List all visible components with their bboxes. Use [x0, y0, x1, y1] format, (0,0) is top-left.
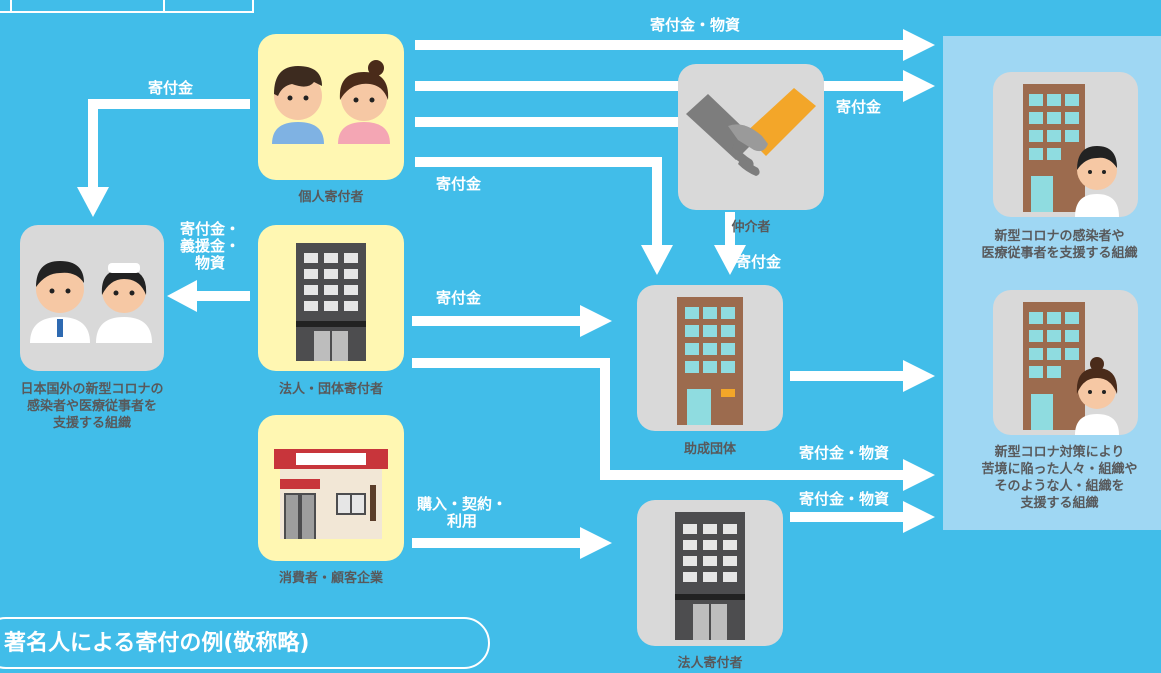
overseas-org-tile	[20, 225, 164, 371]
corporate-group-donor-tile	[258, 225, 404, 371]
flow-label-intermediary-target: 寄付金	[836, 98, 882, 116]
arrowhead	[903, 29, 935, 61]
arrow-individual-to-intermediary	[415, 117, 678, 127]
building-with-staff-icon	[1023, 302, 1119, 435]
arrowhead	[714, 245, 746, 275]
arrow-individual-to-target-1	[415, 40, 905, 50]
arrowhead	[903, 459, 935, 491]
flow-label-corp-grant: 寄付金	[436, 289, 482, 307]
office-building-icon	[675, 512, 745, 640]
arrow-corpdonor-to-target	[790, 512, 905, 522]
flow-label-individual-grant: 寄付金	[436, 175, 482, 193]
support-hardship-tile	[993, 290, 1138, 435]
arrowhead	[641, 245, 673, 275]
arrow-corp-to-grant	[412, 316, 582, 326]
support-infected-tile	[993, 72, 1138, 217]
top-divider-tick	[163, 0, 165, 12]
arrow-grant-to-target	[790, 371, 905, 381]
arrow-individual-to-target-2	[415, 81, 905, 91]
flow-label-intermediary-grant: 寄付金	[736, 253, 782, 271]
shop-icon	[274, 449, 388, 539]
building-with-doctor-icon	[1023, 84, 1119, 217]
arrow-intermediary-to-grant	[725, 212, 735, 247]
corporate-donor-tile	[637, 500, 783, 646]
individual-donor-caption: 個人寄付者	[298, 190, 364, 205]
flow-label-consumer-purchase: 購入・契約・ 利用	[416, 495, 507, 530]
top-divider-tick	[10, 0, 12, 12]
top-divider-line	[0, 11, 254, 13]
brown-building-icon	[677, 297, 743, 425]
grant-org-caption: 助成団体	[683, 442, 736, 457]
arrow-individual-to-overseas	[88, 99, 250, 109]
flow-label-top: 寄付金・物資	[649, 16, 740, 34]
corporate-group-donor-caption: 法人・団体寄付者	[278, 382, 383, 397]
grant-org-tile	[637, 285, 783, 431]
arrow-corp-to-target	[412, 358, 610, 368]
arrowhead	[903, 360, 935, 392]
section-banner-title: 著名人による寄付の例(敬称略)	[4, 631, 310, 656]
intermediary-caption: 仲介者	[731, 220, 771, 235]
support-hardship-caption: 新型コロナ対策により 苦境に陥った人々・組織や そのような人・組織を 支援する組…	[981, 445, 1138, 511]
consumer-tile	[258, 415, 404, 561]
intermediary-tile	[678, 64, 824, 210]
arrowhead	[77, 187, 109, 217]
flow-label-corp-overseas: 寄付金・ 義援金・ 物資	[179, 220, 240, 272]
arrow-consumer-to-corpdonor	[412, 538, 582, 548]
flow-label-corp-target: 寄付金・物資	[799, 444, 890, 462]
individual-donor-tile	[258, 34, 404, 180]
arrowhead	[167, 280, 197, 312]
consumer-caption: 消費者・顧客企業	[278, 571, 383, 586]
section-banner: 著名人による寄付の例(敬称略)	[0, 617, 490, 669]
arrow-individual-to-grant	[415, 157, 662, 167]
two-people-icon	[272, 60, 390, 144]
arrowhead	[580, 527, 612, 559]
arrowhead	[580, 305, 612, 337]
flow-label-corpdonor-target: 寄付金・物資	[799, 490, 890, 508]
support-infected-caption: 新型コロナの感染者や 医療従事者を支援する組織	[981, 229, 1138, 261]
corporate-donor-caption: 法人寄付者	[677, 656, 743, 671]
top-divider-tick	[252, 0, 254, 12]
arrow-corp-to-overseas	[195, 291, 250, 301]
medical-staff-icon	[30, 261, 152, 343]
office-building-icon	[296, 243, 366, 361]
overseas-org-caption: 日本国外の新型コロナの 感染者や医療従事者を 支援する組織	[20, 382, 164, 431]
handshake-icon	[686, 88, 816, 176]
arrowhead	[903, 501, 935, 533]
flow-label-individual-overseas: 寄付金	[148, 79, 194, 97]
arrowhead	[903, 70, 935, 102]
